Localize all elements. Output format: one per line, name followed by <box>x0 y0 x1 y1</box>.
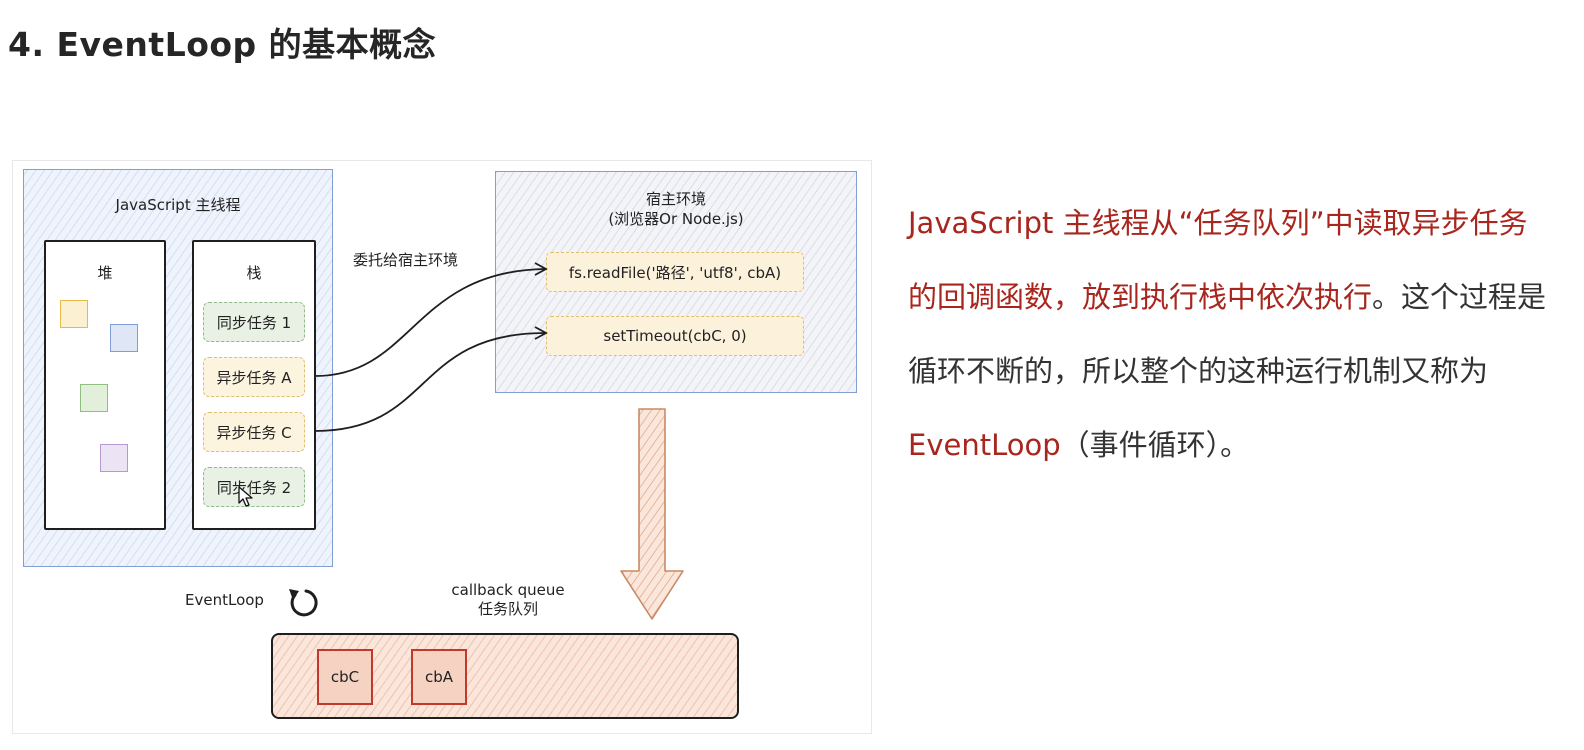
explanation-highlight: JavaScript 主线程从“任务队列”中读取异步任务的回调函数，放到执行栈中… <box>908 206 1528 314</box>
main-thread-label: JavaScript 主线程 <box>115 196 241 214</box>
eventloop-label: EventLoop <box>185 591 264 609</box>
explanation-body: 。这个过程是循环不断的，所以整个的这种运行机制又称为 <box>908 280 1547 388</box>
stack-task-sync-1: 同步任务 1 <box>203 302 305 342</box>
stack-task-async-a: 异步任务 A <box>203 357 305 397</box>
stack-label: 栈 <box>246 264 262 282</box>
explanation-text: JavaScript 主线程从“任务队列”中读取异步任务的回调函数，放到执行栈中… <box>908 186 1548 482</box>
stack-task-async-c: 异步任务 C <box>203 412 305 452</box>
host-label: 宿主环境 <box>645 190 706 208</box>
page-title: 4. EventLoop 的基本概念 <box>8 25 437 64</box>
heap-object <box>60 300 88 328</box>
heap-object <box>110 324 138 352</box>
heap-box: 堆 <box>44 240 166 530</box>
eventloop-diagram: JavaScript 主线程 堆 栈 同步任务 1 异步任务 A 异步任务 C … <box>12 160 872 734</box>
down-arrow-icon <box>620 408 684 620</box>
callback-queue-title: callback queue <box>451 581 565 599</box>
refresh-loop-icon <box>289 589 318 617</box>
callback-queue-subtitle: 任务队列 <box>477 600 538 618</box>
explanation-eventloop: EventLoop <box>908 428 1061 462</box>
heap-object <box>80 384 108 412</box>
stack-box: 栈 同步任务 1 异步任务 A 异步任务 C 同步任务 2 <box>192 240 316 530</box>
heap-object <box>100 444 128 472</box>
stack-task-sync-2: 同步任务 2 <box>203 467 305 507</box>
queue-item-cba: cbA <box>411 649 467 705</box>
explanation-suffix: （事件循环）。 <box>1060 428 1250 462</box>
host-environment-box: 宿主环境 (浏览器Or Node.js) fs.readFile('路径', '… <box>495 171 857 393</box>
delegate-label: 委托给宿主环境 <box>353 251 459 269</box>
host-sublabel: (浏览器Or Node.js) <box>608 210 744 228</box>
mouse-cursor-icon <box>238 486 253 507</box>
host-api-readfile: fs.readFile('路径', 'utf8', cbA) <box>546 252 804 292</box>
queue-item-cbc: cbC <box>317 649 373 705</box>
callback-queue-label: callback queue 任务队列 <box>423 581 593 619</box>
heap-label: 堆 <box>97 264 113 282</box>
callback-queue-box: cbC cbA <box>271 633 739 719</box>
host-api-settimeout: setTimeout(cbC, 0) <box>546 316 804 356</box>
main-thread-box: JavaScript 主线程 堆 栈 同步任务 1 异步任务 A 异步任务 C … <box>23 169 333 567</box>
